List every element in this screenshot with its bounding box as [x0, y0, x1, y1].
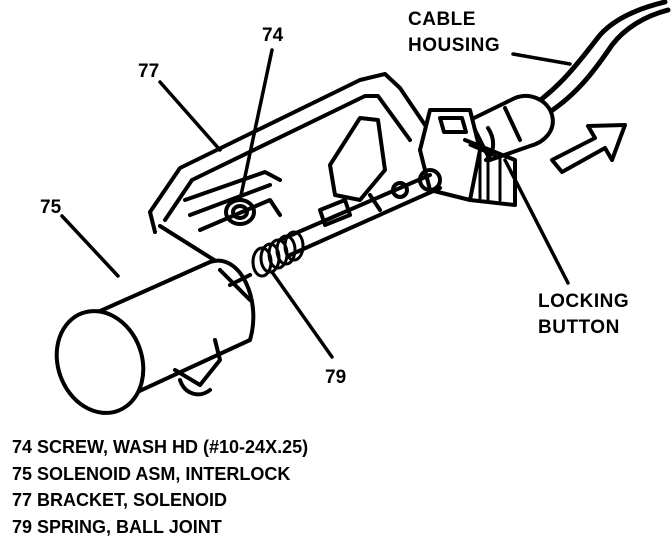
leader-77 — [158, 80, 222, 152]
leader-79 — [270, 270, 334, 359]
callout-75: 75 — [40, 197, 62, 218]
leader-cable — [511, 52, 572, 66]
legend-item-79: 79 SPRING, BALL JOINT — [12, 516, 222, 537]
direction-arrow — [550, 123, 627, 174]
callout-79: 79 — [325, 367, 347, 388]
parts-legend: 74 SCREW, WASH HD (#10-24X.25) 75 SOLENO… — [12, 434, 308, 540]
callout-74: 74 — [262, 25, 284, 46]
locking-button-block — [418, 108, 517, 207]
label-button: BUTTON — [538, 317, 620, 338]
label-housing: HOUSING — [408, 35, 501, 56]
bracket-solenoid — [148, 72, 472, 272]
solenoid-cylinder — [54, 258, 256, 415]
label-locking: LOCKING — [538, 291, 630, 312]
plunger-rod — [278, 168, 442, 257]
callout-77: 77 — [138, 61, 160, 82]
legend-item-77: 77 BRACKET, SOLENOID — [12, 490, 228, 510]
label-cable: CABLE — [408, 9, 476, 30]
bracket-inner-plate — [328, 116, 387, 202]
leader-75 — [60, 214, 120, 278]
leader-locking — [503, 158, 570, 285]
leader-lines — [60, 48, 572, 359]
spring-ball-joint — [251, 230, 305, 278]
legend-item-74: 74 SCREW, WASH HD (#10-24X.25) — [12, 437, 309, 457]
leader-74 — [238, 48, 274, 202]
cable-housing — [517, 0, 668, 117]
legend-item-75: 75 SOLENOID ASM, INTERLOCK — [12, 463, 291, 484]
